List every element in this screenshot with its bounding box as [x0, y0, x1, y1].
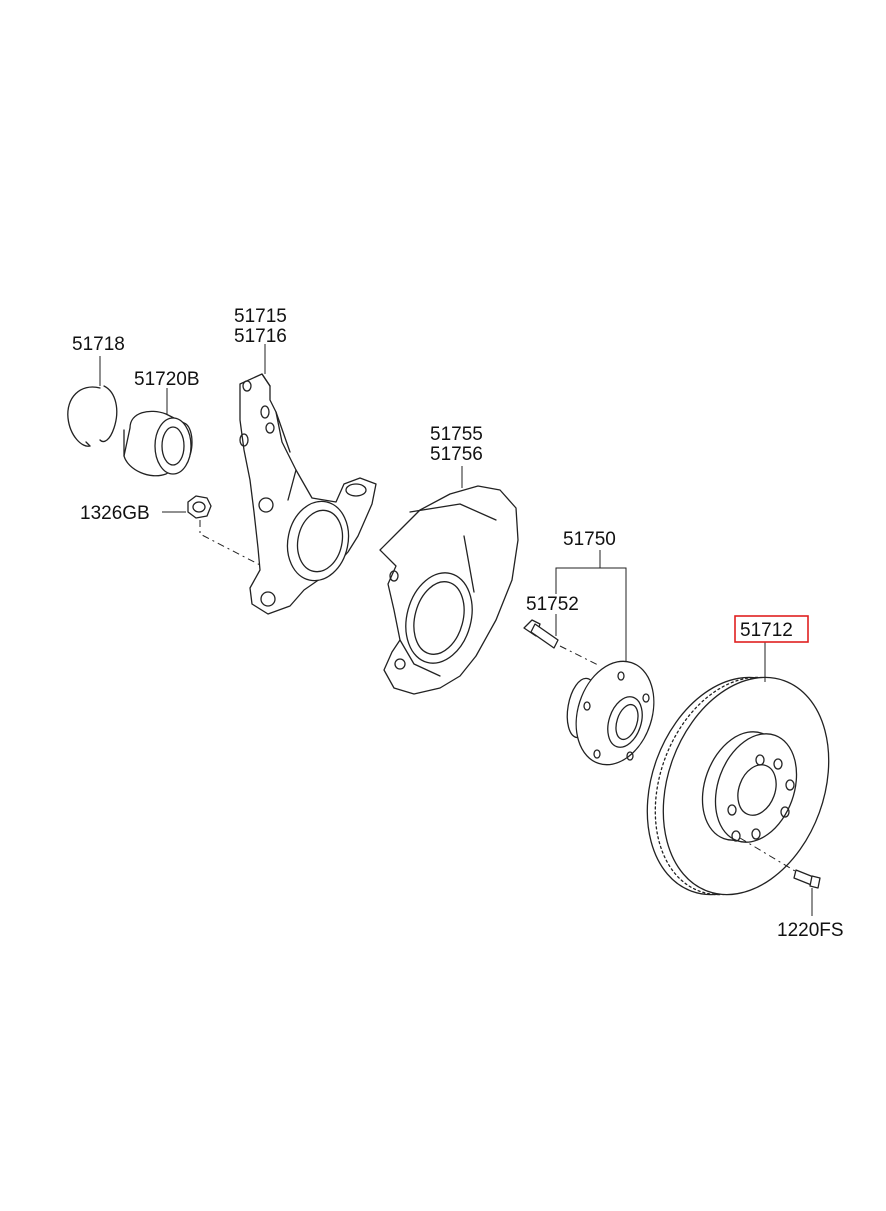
hub-part[interactable] [563, 651, 667, 775]
bearing-part[interactable] [123, 410, 193, 477]
nut-part[interactable] [187, 495, 212, 519]
screw-part[interactable] [793, 869, 821, 889]
hub-bolt-dash-line [559, 645, 601, 667]
nut-dash-line [199, 520, 263, 567]
hub-bracket [555, 567, 627, 664]
hub-bolt-part[interactable] [523, 619, 559, 649]
highlight-box [734, 615, 809, 643]
label-51755[interactable]: 51755 [430, 424, 483, 445]
label-1326gb[interactable]: 1326GB [80, 503, 150, 524]
snap-ring-part[interactable] [67, 385, 118, 447]
label-51712[interactable]: 51712 [740, 620, 793, 641]
label-51750[interactable]: 51750 [563, 529, 616, 550]
label-51752[interactable]: 51752 [526, 594, 579, 615]
screw-dash-line [739, 837, 801, 875]
label-51720b[interactable]: 51720B [134, 369, 200, 390]
label-51756[interactable]: 51756 [430, 444, 483, 465]
dust-cover-part[interactable] [379, 485, 519, 695]
label-51715[interactable]: 51715 [234, 306, 287, 327]
label-1220fs[interactable]: 1220FS [777, 920, 844, 941]
brake-disc-part[interactable] [618, 654, 857, 918]
label-51718[interactable]: 51718 [72, 334, 125, 355]
knuckle-part[interactable] [239, 373, 377, 615]
label-51716[interactable]: 51716 [234, 326, 287, 347]
